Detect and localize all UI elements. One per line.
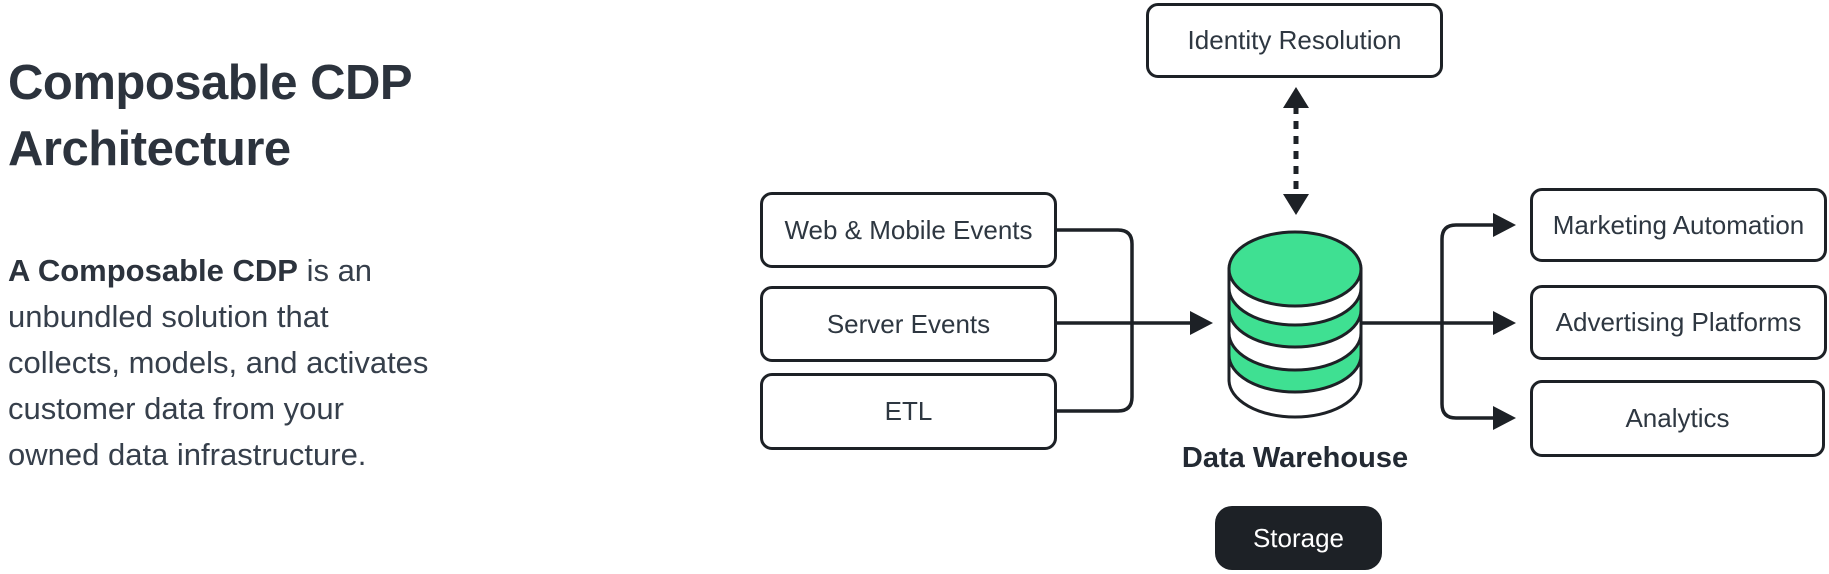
identity-resolution-label: Identity Resolution (1187, 25, 1402, 55)
web-mobile-events-label: Web & Mobile Events (784, 214, 1033, 245)
identity-warehouse-dashed-arrow (1283, 87, 1309, 215)
web-mobile-events-box: Web & Mobile Events (760, 192, 1057, 268)
marketing-automation-label: Marketing Automation (1552, 209, 1805, 240)
analytics-box: Analytics (1530, 380, 1825, 457)
storage-badge: Storage (1215, 506, 1382, 570)
description-rest: is an unbundled solution that collects, … (8, 253, 429, 472)
marketing-automation-box: Marketing Automation (1530, 188, 1827, 262)
advertising-platforms-label: Advertising Platforms (1555, 307, 1802, 337)
server-events-box: Server Events (760, 286, 1057, 362)
page-title-line2: Architecture (8, 122, 291, 176)
analytics-label: Analytics (1625, 403, 1730, 433)
page-title: Composable CDP Architecture (8, 50, 413, 182)
warehouse-to-destinations-connector (1361, 213, 1516, 430)
storage-badge-label: Storage (1252, 522, 1345, 553)
etl-box: ETL (760, 373, 1057, 450)
database-icon (1227, 230, 1363, 419)
etl-label: ETL (884, 396, 933, 426)
data-warehouse-label: Data Warehouse (1181, 442, 1409, 474)
description-paragraph: A Composable CDP is an unbundled solutio… (8, 248, 438, 478)
identity-resolution-box: Identity Resolution (1146, 3, 1443, 78)
description-lead-bold: A Composable CDP (8, 253, 298, 288)
server-events-label: Server Events (826, 308, 991, 339)
page-title-line1: Composable CDP (8, 56, 413, 110)
sources-to-warehouse-connector (1057, 228, 1213, 413)
advertising-platforms-box: Advertising Platforms (1530, 285, 1827, 360)
